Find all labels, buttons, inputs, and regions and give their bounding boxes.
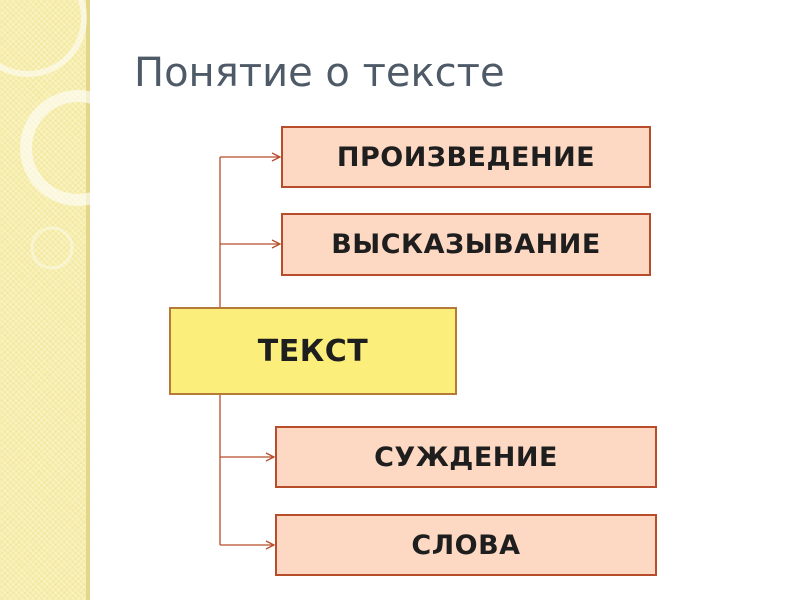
decorative-circles: [0, 0, 90, 270]
connector-arrowhead-2: [271, 239, 282, 249]
decorative-circle-medium: [20, 90, 90, 206]
diagram-node-vyskazyvanie: ВЫСКАЗЫВАНИЕ: [281, 213, 651, 276]
diagram-node-label: СУЖДЕНИЕ: [374, 441, 558, 473]
diagram-node-label: СЛОВА: [411, 529, 521, 561]
connector-arrowhead-4: [265, 540, 276, 550]
page-title: Понятие о тексте: [134, 50, 505, 96]
diagram-node-label: ВЫСКАЗЫВАНИЕ: [331, 229, 601, 260]
diagram-root-label: ТЕКСТ: [257, 333, 369, 369]
diagram-node-proizvedenie: ПРОИЗВЕДЕНИЕ: [281, 126, 651, 188]
diagram-node-slova: СЛОВА: [275, 514, 657, 576]
diagram-node-label: ПРОИЗВЕДЕНИЕ: [336, 141, 596, 173]
decorative-circle-large: [0, 0, 87, 77]
diagram-node-suzhdenie: СУЖДЕНИЕ: [275, 426, 657, 488]
connector-arrowhead-3: [265, 452, 276, 462]
diagram-root-node-tekst: ТЕКСТ: [169, 307, 457, 395]
decorative-circle-small: [30, 226, 74, 270]
connector-arrowhead-1: [271, 152, 282, 162]
decorative-side-line: [86, 0, 90, 600]
